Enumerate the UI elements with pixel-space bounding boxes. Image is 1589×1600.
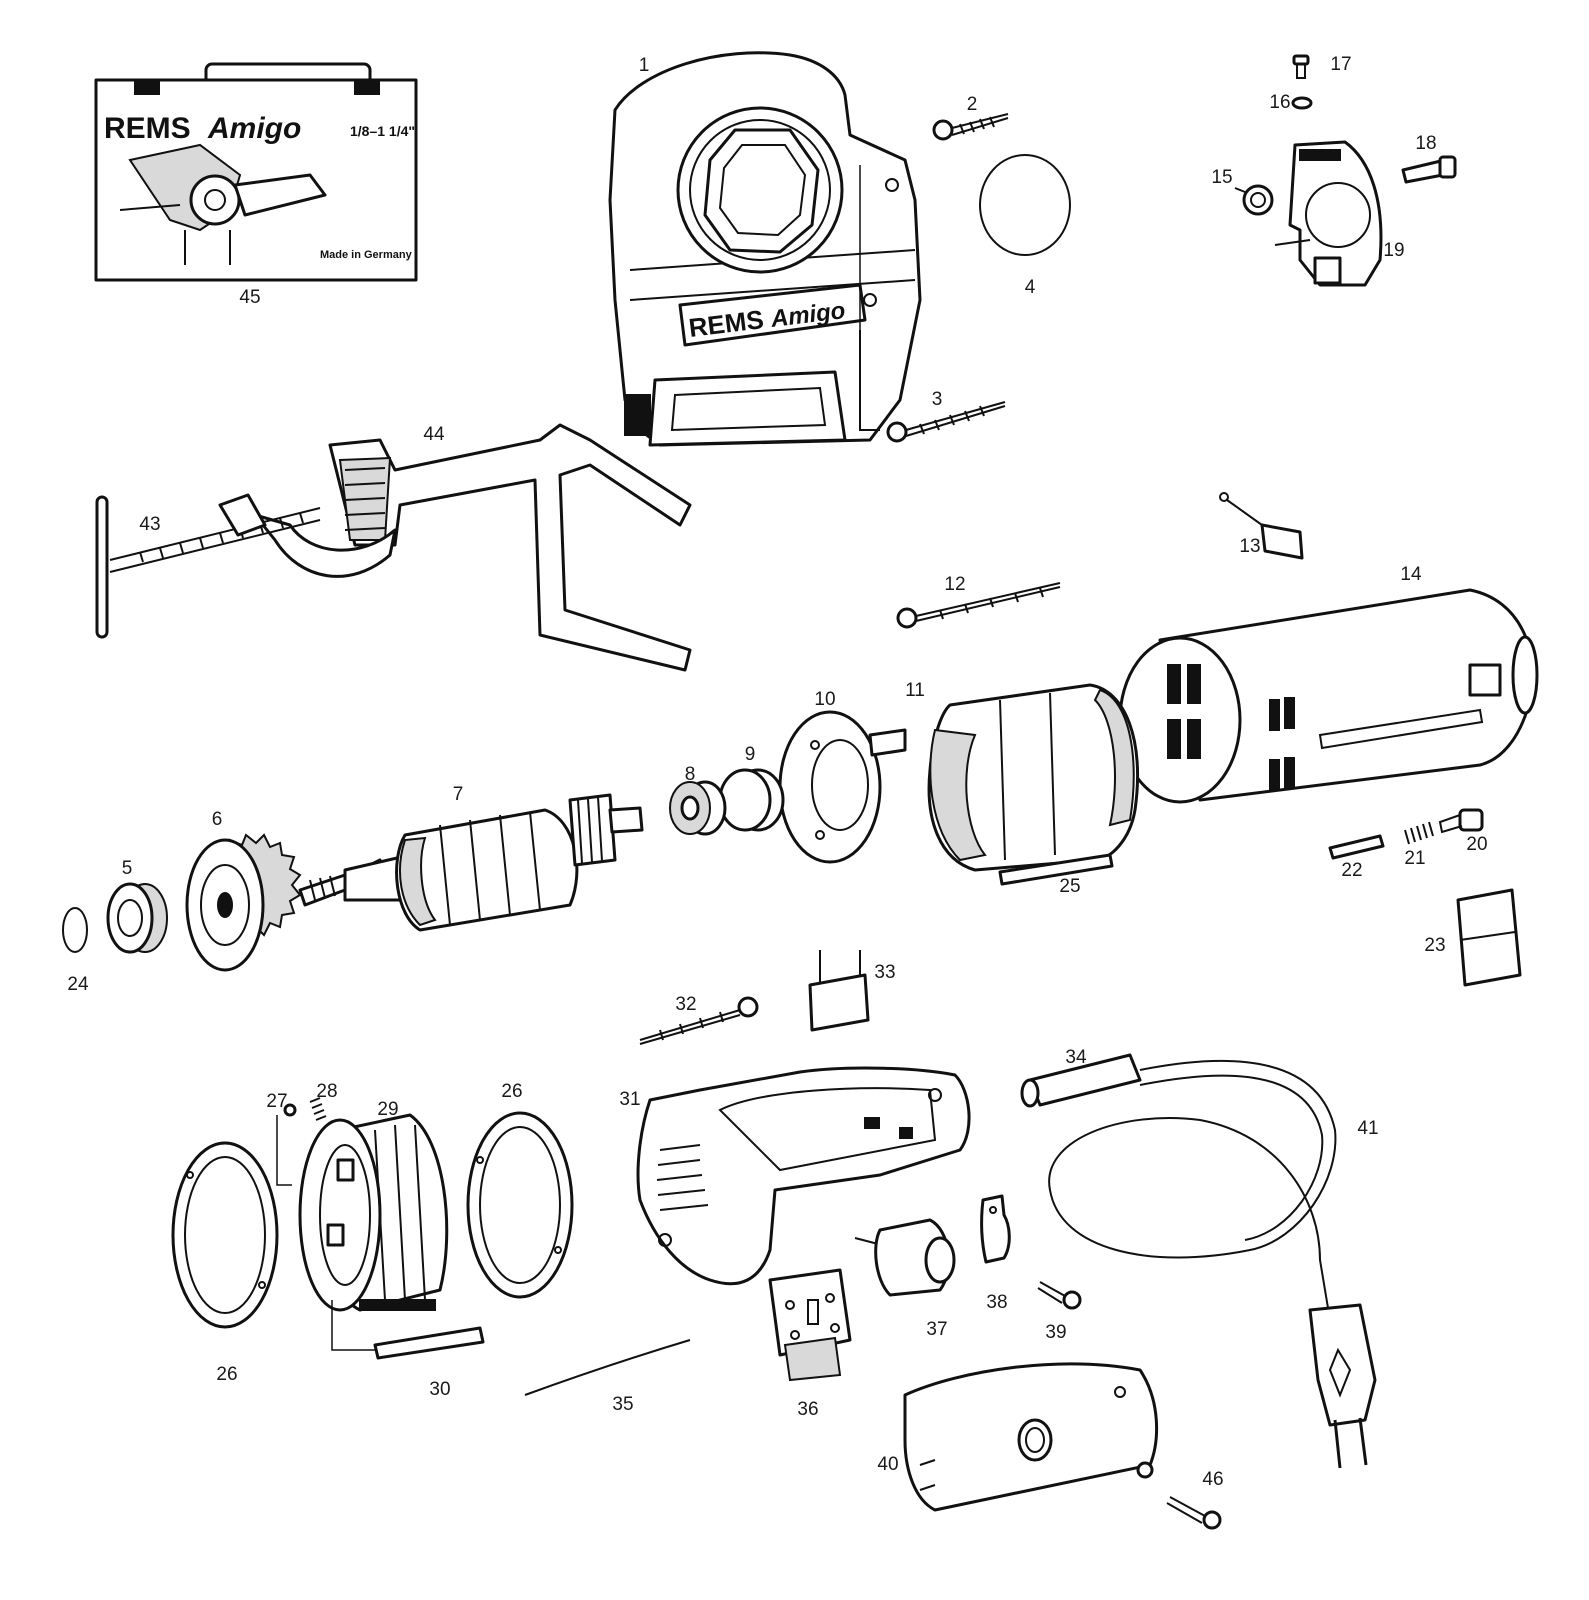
part-28-spring: [309, 1097, 327, 1121]
part-30-sleeve: [331, 1300, 485, 1360]
part-37-electronic-module: [854, 1218, 956, 1297]
callout-20: 20: [1466, 834, 1487, 855]
callout-11: 11: [905, 680, 925, 701]
part-16-washer: [1291, 96, 1313, 110]
callout-34: 34: [1065, 1047, 1087, 1068]
part-21-spring: [1404, 821, 1434, 845]
callout-24: 24: [67, 974, 89, 995]
callout-44: 44: [423, 424, 445, 445]
callout-13: 13: [1239, 536, 1260, 557]
part-44-support-bracket: [328, 423, 692, 672]
part-26-gasket-right: [466, 1111, 574, 1299]
case-size-range: 1/8–1 1/4": [350, 123, 415, 139]
callout-45: 45: [239, 287, 260, 308]
part-11-stator: [927, 683, 1140, 872]
callout-46: 46: [1202, 1469, 1223, 1490]
callout-1: 1: [639, 55, 650, 76]
callout-labels: 1 2 3 4 5 6 7 8 9 10 11 12 13 14 15 16 1…: [67, 54, 1487, 1490]
callout-28: 28: [316, 1081, 337, 1102]
callout-5: 5: [122, 858, 133, 879]
case-model: Amigo: [207, 112, 301, 145]
callout-7: 7: [453, 784, 464, 805]
callout-40: 40: [877, 1454, 898, 1475]
callout-12: 12: [944, 574, 965, 595]
callout-21: 21: [1404, 848, 1425, 869]
part-45-carrying-case: REMS Amigo 1/8–1 1/4" Made in Germany: [94, 62, 418, 282]
callout-30: 30: [429, 1379, 450, 1400]
part-2-screw: [932, 113, 1009, 141]
part-14-motor-housing: [1118, 588, 1539, 804]
callout-38: 38: [986, 1292, 1007, 1313]
part-41-power-cable: [1048, 1059, 1377, 1469]
part-31-handle-housing: [636, 1066, 971, 1286]
callout-8: 8: [685, 764, 696, 785]
callout-43: 43: [139, 514, 160, 535]
callout-18: 18: [1415, 133, 1436, 154]
part-24-retaining-ring: [62, 907, 88, 953]
part-6-gear: [185, 833, 302, 972]
part-22-pin: [1328, 834, 1385, 860]
part-35-wire: [524, 1339, 691, 1396]
part-5-bearing: [106, 882, 168, 954]
part-33-capacitor: [808, 950, 870, 1032]
part-36-switch: [768, 1268, 852, 1382]
part-25-pin: [998, 853, 1114, 886]
callout-25: 25: [1059, 876, 1080, 897]
part-8-bearing: [669, 780, 727, 836]
callout-9: 9: [745, 744, 756, 765]
part-38-cable-clamp: [980, 1194, 1011, 1264]
part-34-cord-guard: [1020, 1053, 1142, 1108]
callout-41: 41: [1357, 1118, 1378, 1139]
part-29-fan-housing: [298, 1113, 449, 1312]
part-43-clamp-screw: [95, 493, 397, 639]
part-20-screw: [1438, 808, 1484, 834]
callout-33: 33: [874, 962, 895, 983]
part-7-armature: [298, 793, 644, 932]
callout-10: 10: [814, 689, 835, 710]
part-18-pin: [1401, 155, 1457, 184]
part-4-retaining-ring: [979, 154, 1071, 256]
callout-19: 19: [1383, 240, 1404, 261]
part-19-brush-holder: [1274, 140, 1383, 287]
callout-27: 27: [266, 1091, 287, 1112]
part-23-switch-cover: [1456, 888, 1522, 987]
part-10-bearing-plate: [778, 710, 907, 864]
callout-2: 2: [967, 94, 978, 115]
callout-36: 36: [797, 1399, 818, 1420]
part-26-gasket-left: [171, 1141, 279, 1329]
callout-4: 4: [1025, 277, 1036, 298]
callout-26-left: 26: [216, 1364, 237, 1385]
callout-32: 32: [675, 994, 696, 1015]
callout-31: 31: [619, 1089, 640, 1110]
callout-23: 23: [1424, 935, 1445, 956]
callout-6: 6: [212, 809, 223, 830]
callout-39: 39: [1045, 1322, 1066, 1343]
case-product-picture: [119, 143, 327, 265]
part-32-screw: [639, 996, 759, 1045]
callout-15: 15: [1211, 167, 1232, 188]
callout-14: 14: [1400, 564, 1422, 585]
part-13-carbon-brush: [1219, 492, 1304, 560]
part-3-screw: [886, 401, 1006, 443]
callout-29: 29: [377, 1099, 398, 1120]
part-39-screw: [1037, 1281, 1082, 1310]
callout-17: 17: [1330, 54, 1351, 75]
callout-16: 16: [1269, 92, 1290, 113]
part-46-screw: [1166, 1496, 1222, 1530]
callout-37: 37: [926, 1319, 947, 1340]
part-15-spring: [1234, 184, 1274, 216]
callout-35: 35: [612, 1394, 633, 1415]
part-12-long-screw: [896, 582, 1061, 629]
part-17-screw: [1292, 54, 1310, 79]
callout-26-right: 26: [501, 1081, 522, 1102]
part-1-gear-housing: REMS Amigo: [608, 51, 922, 447]
callout-3: 3: [932, 389, 943, 410]
part-27-ball: [283, 1103, 297, 1117]
callout-22: 22: [1341, 860, 1362, 881]
case-brand: REMS: [104, 112, 191, 145]
part-9-bearing: [718, 768, 785, 832]
part-40-handle-cover: [903, 1362, 1158, 1512]
case-origin: Made in Germany: [320, 249, 413, 261]
